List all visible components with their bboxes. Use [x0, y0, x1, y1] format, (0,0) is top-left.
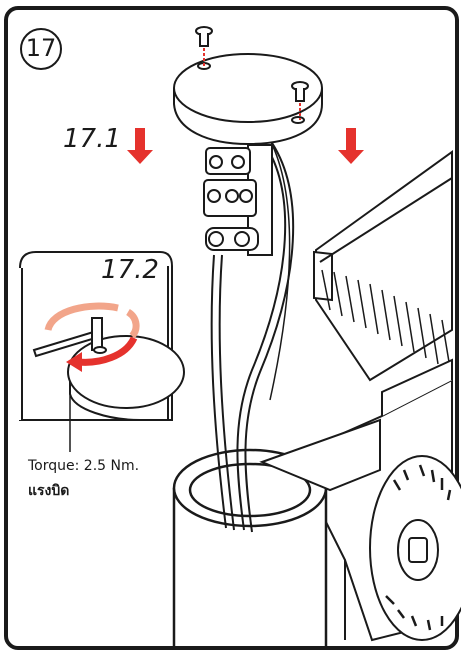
sub-step-label: 17.2	[101, 255, 159, 285]
screw-icon	[195, 26, 309, 120]
cables	[210, 139, 295, 533]
rotation-arrow-icon	[44, 302, 140, 372]
detail-callout	[18, 251, 185, 452]
down-arrow-icon	[127, 128, 364, 164]
terminal-block	[203, 144, 273, 256]
torque-label-thai: แรงบิด	[28, 483, 70, 499]
sub-step-label: 17.1	[63, 124, 121, 154]
bracket	[259, 418, 381, 492]
hex-key-icon	[32, 317, 107, 358]
heat-sink	[313, 150, 453, 382]
page-border	[4, 6, 459, 650]
cover-plate	[173, 53, 323, 146]
torque-label: Torque: 2.5 Nm.	[28, 458, 140, 474]
dial-disc	[369, 455, 461, 641]
step-number: 17	[20, 28, 62, 70]
